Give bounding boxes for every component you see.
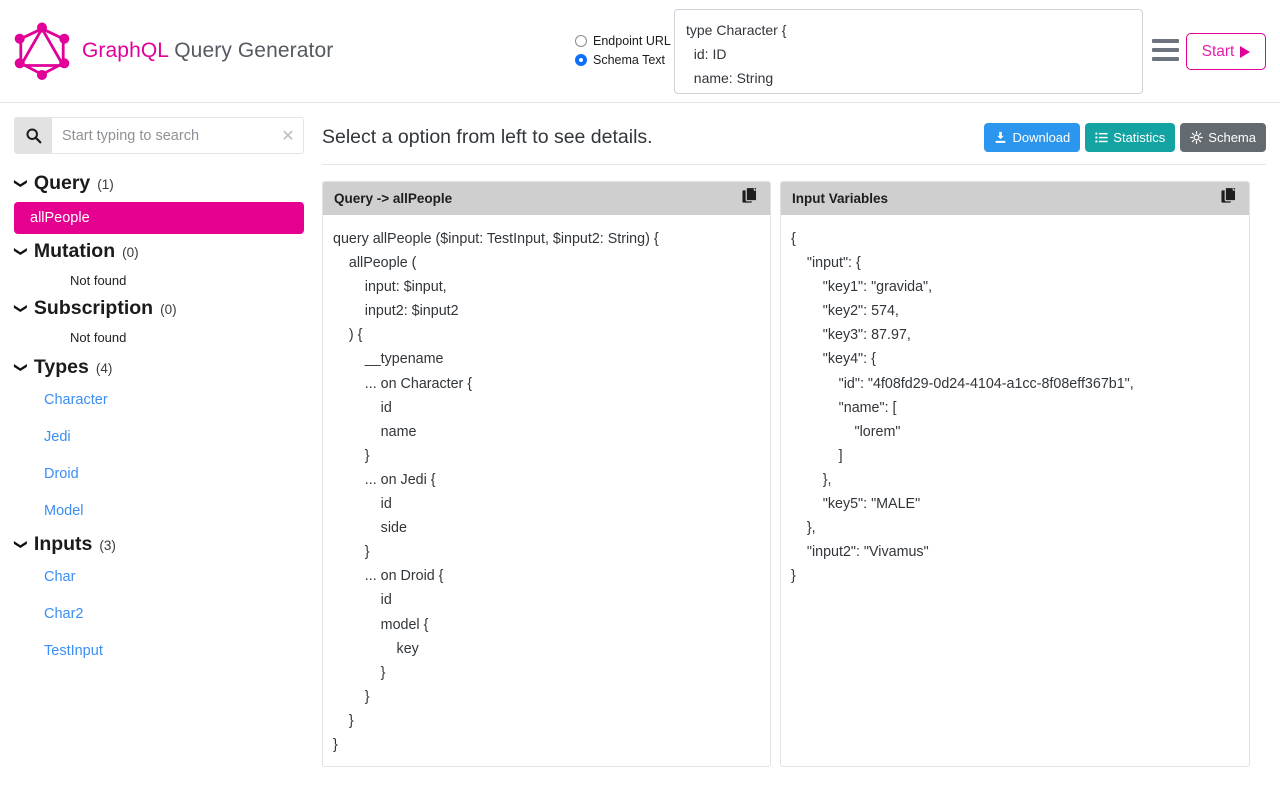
search-icon[interactable] bbox=[15, 118, 52, 153]
tree-group-inputs: ❯ Inputs (3) Char Char2 TestInput bbox=[14, 531, 304, 669]
sidebar-item-droid[interactable]: Droid bbox=[44, 466, 79, 482]
radio-endpoint-url[interactable]: Endpoint URL bbox=[575, 33, 671, 49]
close-icon[interactable]: ✕ bbox=[273, 118, 303, 153]
statistics-button[interactable]: Statistics bbox=[1085, 122, 1176, 152]
main-toolbar: Select a option from left to see details… bbox=[322, 117, 1266, 157]
tree-header-mutation[interactable]: ❯ Mutation (0) bbox=[14, 238, 304, 265]
sidebar-item-model[interactable]: Model bbox=[44, 503, 84, 519]
chevron-down-icon[interactable]: ❯ bbox=[13, 178, 29, 189]
main-content: Select a option from left to see details… bbox=[318, 103, 1280, 800]
brand-name-graphql: GraphQL bbox=[82, 39, 169, 62]
tree-group-query: ❯ Query (1) allPeople bbox=[14, 170, 304, 234]
radio-endpoint-url-label: Endpoint URL bbox=[593, 34, 671, 48]
graphql-logo-icon bbox=[14, 22, 70, 80]
query-panel-title: Query -> allPeople bbox=[334, 191, 453, 206]
brand: GraphQL Query Generator bbox=[14, 22, 333, 80]
tree-header-subscription[interactable]: ❯ Subscription (0) bbox=[14, 295, 304, 322]
query-panel: Query -> allPeople query allPeople ($inp… bbox=[322, 181, 771, 767]
tree-group-label: Subscription bbox=[33, 297, 154, 319]
schema-button[interactable]: Schema bbox=[1180, 122, 1266, 152]
gear-icon bbox=[1190, 130, 1204, 144]
download-button-label: Download bbox=[1012, 129, 1071, 145]
tree-header-inputs[interactable]: ❯ Inputs (3) bbox=[14, 531, 304, 558]
schema-source-radio-group[interactable]: Endpoint URL Schema Text bbox=[575, 33, 671, 68]
page-title: GraphQL Query Generator bbox=[82, 39, 333, 63]
query-panel-header: Query -> allPeople bbox=[323, 182, 770, 215]
tree-group-label: Inputs bbox=[33, 533, 93, 555]
panels-container: Query -> allPeople query allPeople ($inp… bbox=[322, 181, 1266, 767]
tree-empty-mutation: Not found bbox=[70, 273, 127, 288]
schema-text-input[interactable]: type Character { id: ID name: String bbox=[674, 9, 1143, 94]
statistics-button-label: Statistics bbox=[1113, 129, 1166, 145]
play-icon bbox=[1240, 45, 1251, 58]
main-hint-text: Select a option from left to see details… bbox=[322, 125, 653, 148]
brand-name-rest: Query Generator bbox=[168, 39, 334, 62]
copy-icon[interactable] bbox=[1221, 186, 1238, 210]
sidebar-item-char[interactable]: Char bbox=[44, 569, 76, 585]
start-button[interactable]: Start bbox=[1186, 33, 1266, 70]
chevron-down-icon[interactable]: ❯ bbox=[13, 362, 29, 373]
input-variables-panel: Input Variables { "input": { "key1": "gr… bbox=[780, 181, 1250, 767]
hamburger-bar bbox=[1152, 39, 1179, 43]
download-button[interactable]: Download bbox=[984, 122, 1081, 152]
tree-group-label: Mutation bbox=[33, 240, 116, 262]
search-bar[interactable]: ✕ bbox=[14, 117, 304, 154]
tree-group-label: Types bbox=[33, 356, 89, 378]
hamburger-menu-icon[interactable] bbox=[1152, 39, 1179, 61]
radio-schema-text[interactable]: Schema Text bbox=[575, 52, 671, 68]
radio-schema-text-dot[interactable] bbox=[575, 54, 587, 66]
radio-schema-text-label: Schema Text bbox=[593, 53, 666, 67]
input-variables-code: { "input": { "key1": "gravida", "key2": … bbox=[791, 231, 1134, 585]
search-input[interactable] bbox=[52, 118, 273, 153]
app-header: GraphQL Query Generator Endpoint URL Sch… bbox=[0, 0, 1280, 103]
sidebar-item-char2[interactable]: Char2 bbox=[44, 606, 84, 622]
sidebar-item-testinput[interactable]: TestInput bbox=[44, 643, 103, 659]
hamburger-bar bbox=[1152, 48, 1179, 52]
app-body: ✕ ❯ Query (1) allPeople ❯ Mutation (0) N bbox=[0, 103, 1280, 800]
input-variables-panel-header: Input Variables bbox=[781, 182, 1249, 215]
input-variables-panel-title: Input Variables bbox=[792, 191, 889, 206]
tree-group-subscription: ❯ Subscription (0) Not found bbox=[14, 295, 304, 352]
download-icon bbox=[994, 131, 1007, 144]
sidebar-item-allpeople[interactable]: allPeople bbox=[14, 202, 304, 234]
copy-icon[interactable] bbox=[742, 186, 759, 210]
list-icon bbox=[1095, 131, 1108, 144]
query-code: query allPeople ($input: TestInput, $inp… bbox=[333, 231, 659, 753]
tree-group-count: (4) bbox=[95, 361, 113, 376]
tree-group-mutation: ❯ Mutation (0) Not found bbox=[14, 238, 304, 295]
tree-group-count: (3) bbox=[99, 538, 116, 553]
tree-group-types: ❯ Types (4) Character Jedi Droid Model bbox=[14, 354, 304, 529]
tree-group-count: (0) bbox=[122, 245, 139, 260]
tree-group-count: (0) bbox=[160, 302, 177, 317]
schema-button-label: Schema bbox=[1208, 129, 1256, 145]
toolbar-divider bbox=[322, 164, 1266, 165]
sidebar-item-character[interactable]: Character bbox=[44, 392, 108, 408]
sidebar-item-jedi[interactable]: Jedi bbox=[44, 429, 71, 445]
start-button-label: Start bbox=[1201, 42, 1235, 60]
chevron-down-icon[interactable]: ❯ bbox=[13, 246, 29, 257]
radio-endpoint-url-dot[interactable] bbox=[575, 35, 587, 47]
tree-empty-subscription: Not found bbox=[70, 330, 127, 345]
tree-group-count: (1) bbox=[97, 177, 114, 192]
tree-header-types[interactable]: ❯ Types (4) bbox=[14, 354, 304, 381]
hamburger-bar bbox=[1152, 57, 1179, 61]
chevron-down-icon[interactable]: ❯ bbox=[13, 539, 29, 550]
sidebar: ✕ ❯ Query (1) allPeople ❯ Mutation (0) N bbox=[0, 103, 318, 800]
tree-header-query[interactable]: ❯ Query (1) bbox=[14, 170, 304, 197]
schema-tree: ❯ Query (1) allPeople ❯ Mutation (0) Not… bbox=[14, 170, 304, 669]
tree-group-label: Query bbox=[33, 172, 91, 194]
chevron-down-icon[interactable]: ❯ bbox=[13, 303, 29, 314]
